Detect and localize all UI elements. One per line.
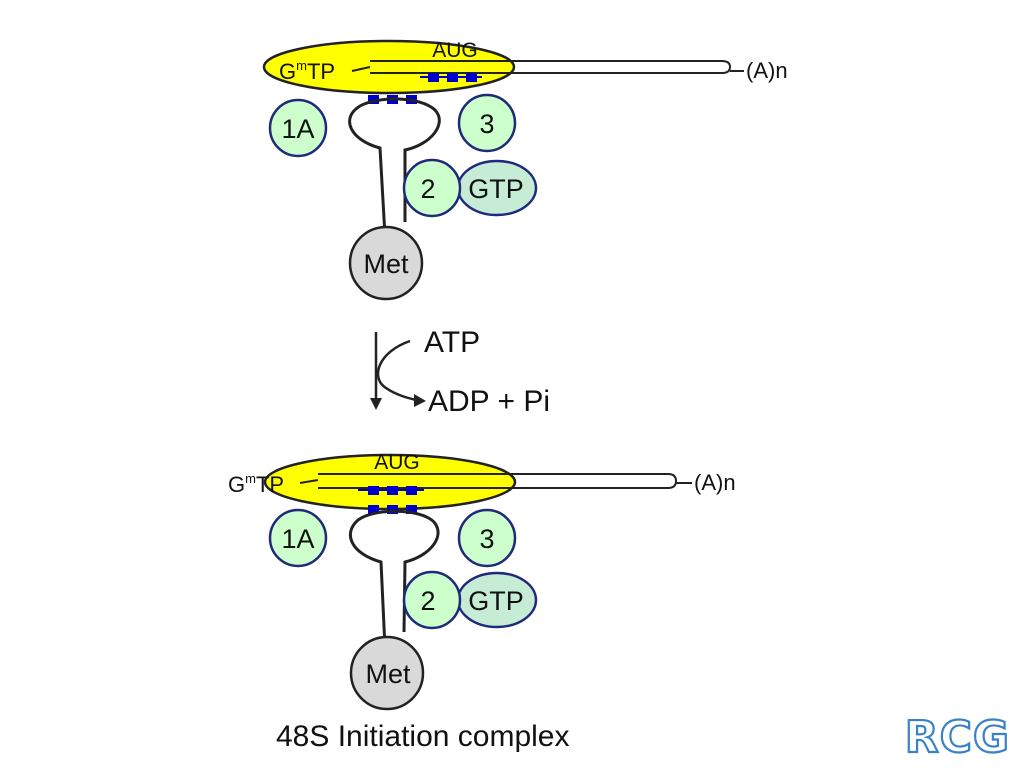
reaction-output-label: ADP + Pi (428, 385, 550, 418)
anticodon-bottom (368, 505, 417, 514)
aug-label-top: AUG (432, 39, 478, 62)
mrna-strand-bottom (318, 473, 678, 489)
factor-1a-bottom (268, 508, 328, 568)
gtp-label-top: GTP (468, 174, 524, 204)
factor-1a-top (268, 98, 328, 158)
met-label-top: Met (363, 249, 409, 279)
trna-top (348, 97, 441, 237)
factor-2-label-bottom: 2 (420, 586, 435, 616)
factor-3-top (457, 93, 517, 153)
aug-codon-bottom (358, 486, 424, 495)
factor-3-label-top: 3 (479, 109, 494, 139)
reaction-input-label: ATP (424, 326, 480, 359)
factor-3-label-bottom: 3 (479, 524, 494, 554)
met-label-bottom: Met (365, 659, 411, 689)
poly-a-label-bottom: (A)n (694, 470, 736, 495)
factor-3-bottom (457, 508, 517, 568)
mrna-strand-top (370, 60, 732, 74)
factor-2-bottom (402, 570, 462, 630)
aug-label-bottom: AUG (374, 451, 420, 474)
poly-a-label-top: (A)n (746, 58, 788, 83)
gtp-label-bottom: GTP (468, 586, 524, 616)
cap-label-top: GmTP (279, 58, 335, 84)
met-circle-top (348, 225, 424, 301)
diagram-caption: 48S Initiation complex (276, 720, 570, 753)
mrna-cap-link-bottom (299, 479, 319, 484)
complex-bottom: Met 1A 3 2 GTP GmTP AUG (A)n (228, 451, 736, 711)
aug-codon-top (420, 73, 482, 82)
factor-2-top (402, 158, 462, 218)
mrna-cap-link-top (351, 66, 371, 72)
factor-1a-label-bottom: 1A (281, 524, 314, 554)
reaction-arrow: ATP ADP + Pi (370, 326, 550, 418)
rcg-logo: RCG (905, 712, 1010, 763)
cap-label-bottom: GmTP (228, 471, 284, 497)
factor-2-label-top: 2 (420, 174, 435, 204)
complex-top: Met 1A 3 2 GTP GmTP AUG (A)n (262, 39, 788, 301)
met-circle-bottom (349, 635, 425, 711)
factor-1a-label-top: 1A (281, 114, 314, 144)
trna-bottom (348, 509, 440, 649)
